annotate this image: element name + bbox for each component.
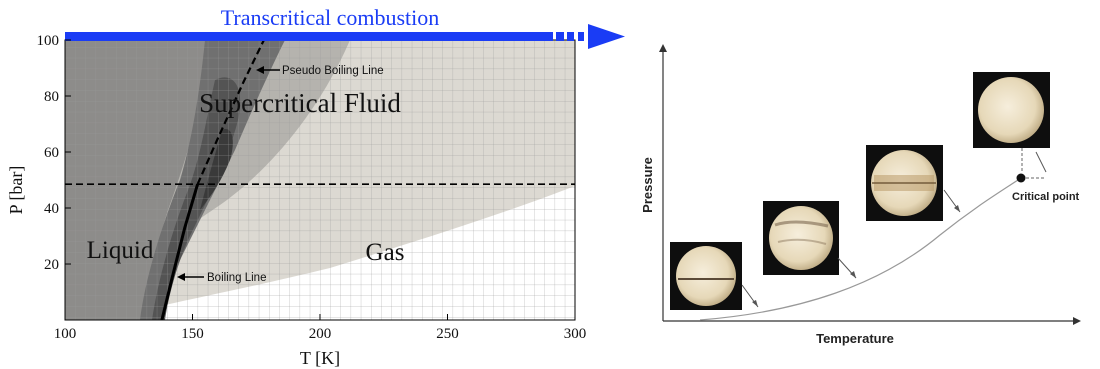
- x-tick-label: 300: [564, 326, 587, 342]
- boiling-label: Boiling Line: [207, 272, 266, 284]
- x-tick-label: 250: [436, 326, 459, 342]
- y-tick-label: 40: [44, 201, 59, 217]
- critical-point-label: Critical point: [1012, 191, 1080, 203]
- critical-point-dot: [1016, 173, 1026, 183]
- phase-diagram: Transcritical combustion Supercritical F…: [6, 5, 625, 368]
- photo-4-pointer: [1035, 151, 1047, 173]
- grid: [65, 40, 575, 320]
- y-tick-label: 80: [44, 89, 59, 105]
- y-tick-label: 60: [44, 145, 59, 161]
- temperature-label: Temperature: [816, 331, 894, 346]
- x-tick-label: 100: [54, 326, 77, 342]
- pseudo-boiling-label: Pseudo Boiling Line: [282, 65, 384, 77]
- photo-subcritical-mid: [763, 201, 839, 275]
- liquid-label: Liquid: [87, 237, 154, 264]
- y-tick-label: 20: [44, 257, 59, 273]
- photo-1-pointer-head: [752, 300, 758, 307]
- y-axis-label: P [bar]: [6, 166, 26, 215]
- boiling-line: [160, 183, 200, 321]
- pseudo-boiling-arrow-head: [256, 66, 264, 74]
- photo-subcritical-low: [670, 242, 742, 310]
- pressure-temperature-schematic: Temperature Pressure Critical point: [640, 44, 1081, 346]
- x-axis-label: T [K]: [300, 348, 340, 368]
- photo-2-pointer-head: [850, 271, 856, 278]
- transcritical-bar-dash-1: [556, 32, 564, 41]
- transcritical-bar-dash-2: [567, 32, 574, 41]
- x-tick-label: 150: [181, 326, 204, 342]
- boiling-arrow-head: [177, 273, 185, 281]
- temperature-axis-arrow: [1073, 317, 1081, 325]
- transcritical-bar: [65, 32, 553, 41]
- photo-3-pointer-head: [954, 205, 960, 212]
- saturation-curve: [699, 177, 1022, 321]
- y-axis-ticks: 20 40 60 80 100: [37, 33, 71, 273]
- photo-supercritical: [973, 72, 1050, 148]
- pressure-label: Pressure: [640, 157, 655, 213]
- x-tick-label: 200: [309, 326, 332, 342]
- x-axis-ticks: 100 150 200 250 300: [54, 314, 587, 342]
- pressure-axis-arrow: [659, 44, 667, 52]
- photo-near-critical: [866, 145, 943, 221]
- pseudo-boiling-line: [196, 39, 265, 185]
- supercritical-label: Supercritical Fluid: [199, 88, 401, 118]
- transcritical-arrow-head: [588, 24, 625, 49]
- transcritical-title: Transcritical combustion: [221, 5, 440, 30]
- gas-label: Gas: [366, 239, 405, 266]
- y-tick-label: 100: [37, 33, 60, 49]
- transcritical-bar-dash-3: [578, 32, 584, 41]
